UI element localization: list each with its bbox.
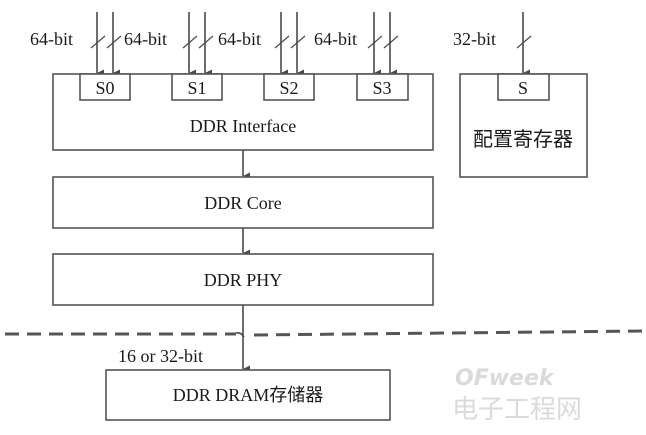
bus-width-slash [106,35,122,49]
input-bus-label: 64-bit [314,29,357,49]
watermark: OFweek 电子工程网 [452,366,582,425]
input-bus-label: 64-bit [124,29,167,49]
bus-width-slash [290,35,306,49]
config-input-label: 32-bit [453,29,496,49]
watermark-site: 电子工程网 [452,395,582,425]
ddr-interface-label: DDR Interface [190,116,296,136]
ddr-dram-label: DDR DRAM存储器 [173,385,324,405]
config-bus-slash [516,35,532,49]
port-s0-label: S0 [95,78,114,98]
bus-width-slash [274,35,290,49]
ddr-core-block [52,176,434,229]
watermark-brand: OFweek [455,366,555,391]
input-bus-label: 64-bit [218,29,261,49]
input-buses: 64-bit 64-bit 64-bit 64-bit [30,12,399,77]
port-s2 [263,73,315,101]
port-s3 [356,73,409,101]
config-register-label: 配置寄存器 [473,128,573,151]
ddr-phy-label: DDR PHY [204,270,283,290]
bus-width-slash [182,35,198,49]
bus-width-slash [198,35,214,49]
port-s [497,73,550,101]
port-s3-label: S3 [372,78,391,98]
bus-width-slash [383,35,399,49]
bus-width-label: 16 or 32-bit [118,346,203,366]
input-bus-s2: 64-bit [218,12,306,77]
bus-width-slash [367,35,383,49]
input-bus-s3: 64-bit [314,12,399,77]
ddr-core-label: DDR Core [204,193,282,213]
port-s-label: S [518,78,528,98]
ddr-phy-block [52,253,434,306]
port-s2-label: S2 [279,78,298,98]
port-s0 [79,73,131,101]
bus-width-slash [90,35,106,49]
port-s1-label: S1 [187,78,206,98]
chip-boundary-right [253,329,646,337]
port-s1 [171,73,223,101]
input-bus-s1: 64-bit [124,12,214,77]
input-bus-label: 64-bit [30,29,73,49]
ddr-dram-block [105,369,391,421]
input-bus-s0: 64-bit [30,12,122,77]
